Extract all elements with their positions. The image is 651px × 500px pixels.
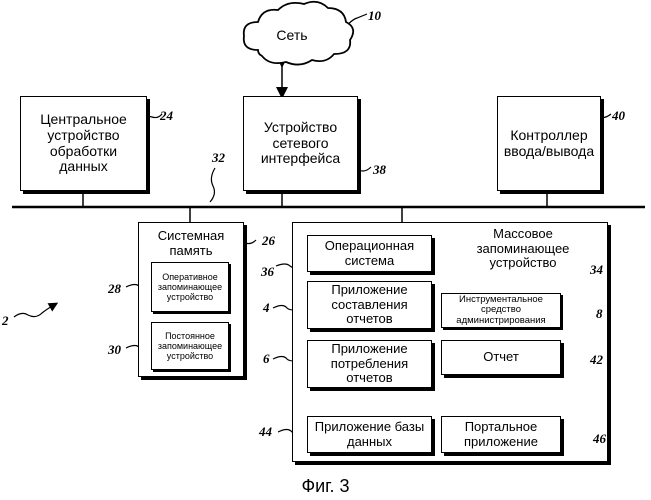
portal-app-label: Портальное приложение xyxy=(464,420,538,449)
ref-36: 36 xyxy=(261,264,274,280)
report-consumption-label: Приложение потребления отчетов xyxy=(331,342,408,386)
leader-2 xyxy=(14,305,54,317)
report-authoring-label: Приложение составления отчетов xyxy=(331,283,407,327)
report-box: Отчет xyxy=(441,340,561,375)
cpu-box: Центральное устройство обработки данных xyxy=(20,96,147,191)
ref-38: 38 xyxy=(373,162,386,178)
rom-box: Постоянное запоминающее устройство xyxy=(151,322,229,370)
os-box: Операционная система xyxy=(307,235,432,272)
nic-label: Устройство сетевого интерфейса xyxy=(261,120,340,167)
ref-26: 26 xyxy=(262,233,275,249)
os-label: Операционная система xyxy=(325,239,414,268)
ref-42: 42 xyxy=(590,352,603,368)
ref-10: 10 xyxy=(368,8,381,24)
ref-6: 6 xyxy=(263,351,270,367)
ref-32: 32 xyxy=(212,150,225,166)
ref-44: 44 xyxy=(259,424,272,440)
system-memory-title: Системная память xyxy=(139,229,243,258)
leader-32 xyxy=(210,168,215,202)
ref-8: 8 xyxy=(596,306,603,322)
nic-box: Устройство сетевого интерфейса xyxy=(243,96,358,191)
portal-app-box: Портальное приложение xyxy=(441,416,561,453)
ref-24: 24 xyxy=(160,108,173,124)
report-label: Отчет xyxy=(483,350,519,365)
ram-label: Оперативное запоминающее устройство xyxy=(158,272,222,302)
admin-tool-box: Инструментальное средство администрирова… xyxy=(441,293,561,328)
ref-4: 4 xyxy=(263,300,270,316)
report-authoring-box: Приложение составления отчетов xyxy=(307,281,432,329)
io-controller-label: Контроллер ввода/вывода xyxy=(504,128,594,159)
figure-caption: Фиг. 3 xyxy=(0,476,651,497)
admin-tool-label: Инструментальное средство администрирова… xyxy=(456,295,545,327)
rom-label: Постоянное запоминающее устройство xyxy=(158,331,222,361)
network-label: Сеть xyxy=(262,28,322,44)
ref-40: 40 xyxy=(612,108,625,124)
ram-box: Оперативное запоминающее устройство xyxy=(151,262,229,312)
ref-46: 46 xyxy=(593,431,606,447)
io-controller-box: Контроллер ввода/вывода xyxy=(497,96,601,191)
database-app-label: Приложение базы данных xyxy=(315,420,424,449)
ref-30: 30 xyxy=(108,342,121,358)
ref-34: 34 xyxy=(590,262,603,278)
report-consumption-box: Приложение потребления отчетов xyxy=(307,340,432,388)
database-app-box: Приложение базы данных xyxy=(307,416,432,453)
ref-28: 28 xyxy=(108,281,121,297)
mass-storage-title: Массовое запоминающее устройство xyxy=(448,227,598,271)
cpu-label: Центральное устройство обработки данных xyxy=(40,112,127,175)
ref-2: 2 xyxy=(2,313,9,329)
